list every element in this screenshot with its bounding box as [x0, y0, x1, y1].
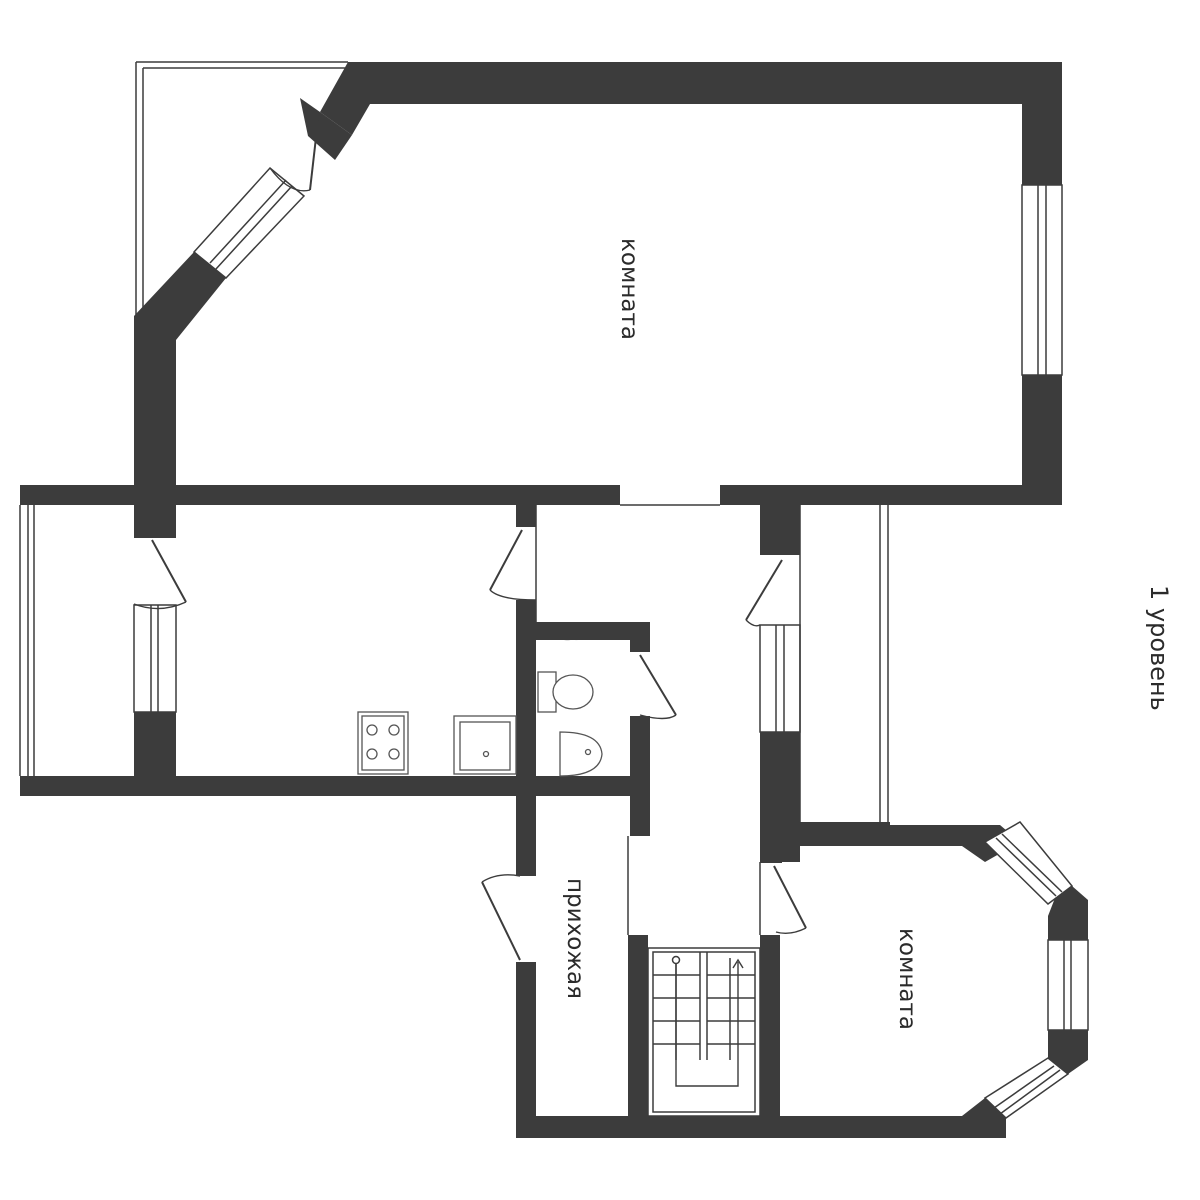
- wall-stair-left: [628, 935, 648, 1125]
- window-small-room-upper-diag: [983, 821, 1074, 905]
- windows: [133, 166, 1089, 1119]
- wall-kitchen-loggia-divider-top: [134, 505, 176, 538]
- wall-diagonal-lower: [134, 252, 226, 356]
- wash-basin-icon: [559, 731, 603, 777]
- wall-bath-top: [516, 622, 650, 640]
- arrow-up-icon: [732, 958, 744, 969]
- wall-small-room-corner-upper: [1048, 886, 1088, 940]
- wall-hallway-left-bottom: [516, 962, 536, 1137]
- window-kitchen: [133, 604, 177, 713]
- door-wc: [639, 654, 677, 720]
- wall-bath-right-top: [630, 622, 650, 652]
- level-label: 1 уровень: [1145, 585, 1173, 711]
- wall-corridor-right-top: [760, 505, 800, 555]
- wall-stair-right: [760, 935, 780, 1125]
- wall-bath-left: [516, 600, 536, 796]
- doors: [133, 119, 807, 961]
- fixtures: [357, 671, 603, 777]
- stair-treads: [653, 958, 755, 1060]
- staircase: [647, 947, 761, 1117]
- toilet-icon: [537, 671, 594, 713]
- room-label-small: комната: [894, 928, 920, 1030]
- room-label-large: комната: [616, 238, 642, 340]
- wall-loggia-right-top: [800, 485, 888, 505]
- wall-big-room-top: [320, 62, 1062, 505]
- wall-bath-right-bottom: [630, 716, 650, 836]
- wall-loggia-right-stub: [780, 822, 890, 846]
- door-kitchen-corridor: [489, 529, 537, 601]
- kitchen-sink-icon: [453, 715, 517, 775]
- balcony-top-left: [135, 61, 348, 318]
- wall-kitchen-right-top: [516, 505, 536, 527]
- window-small-room-lower-diag: [983, 1057, 1070, 1119]
- loggia-right: [799, 505, 889, 822]
- stove-icon: [357, 711, 409, 775]
- room-label-hallway: прихожая: [562, 878, 588, 999]
- wall-small-room-corner-lower: [1048, 1030, 1088, 1074]
- window-big-room-right: [1021, 184, 1063, 376]
- wall-diagonal-upper: [300, 98, 352, 160]
- door-kitchen-loggia: [133, 539, 187, 610]
- wall-kitchen-bottom: [20, 776, 650, 796]
- wall-kitchen-left-stub: [20, 485, 28, 505]
- door-small-room: [773, 865, 807, 935]
- door-balcony: [269, 119, 319, 192]
- loggia-left: [19, 505, 35, 776]
- wall-corridor-right-low: [760, 845, 782, 863]
- window-small-room-right: [1047, 939, 1089, 1031]
- labels: комната комната прихожая 1 уровень: [562, 238, 1173, 1030]
- window-corridor-right: [759, 624, 801, 733]
- wall-hallway-left-top: [516, 796, 536, 876]
- window-big-room-diagonal: [192, 166, 306, 280]
- wall-kitchen-loggia-divider-bottom: [134, 712, 176, 782]
- door-loggia-right: [745, 559, 783, 627]
- door-entrance: [481, 874, 521, 961]
- walls: [20, 62, 1088, 1138]
- wall-kitchen-top: [20, 485, 620, 505]
